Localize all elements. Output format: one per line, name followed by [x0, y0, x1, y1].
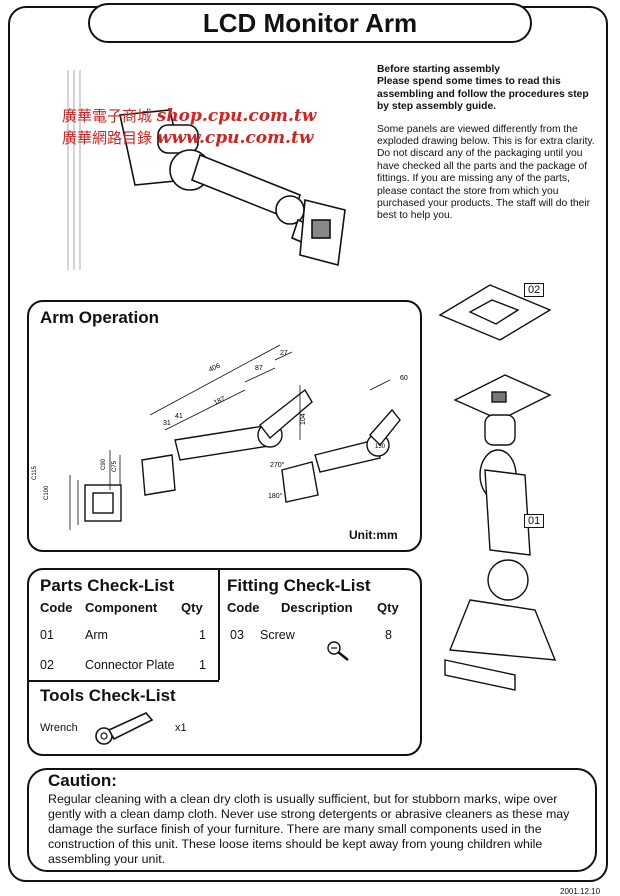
watermark-line-2: 廣華網路目錄 www.cpu.com.tw: [62, 127, 313, 148]
parts-row-1-code: 01: [40, 628, 54, 642]
watermark-cn-2: 廣華網路目錄: [62, 129, 153, 147]
arm-operation-diagram: 406 187 87 27 41 31 104 60 150 C90 C75 C…: [32, 344, 408, 530]
tools-item-wrench: Wrench: [40, 722, 78, 734]
dim-c75: C75: [112, 460, 118, 472]
fitting-header-qty: Qty: [377, 600, 399, 615]
parts-row-2-qty: 1: [199, 658, 206, 672]
fitting-header-code: Code: [227, 600, 260, 615]
dim-c100: C100: [44, 485, 50, 500]
exploded-drawing: [438, 284, 557, 691]
dim-180: 180°: [268, 492, 283, 500]
dim-31: 31: [163, 420, 171, 427]
watermark-line-1: 廣華電子商城 shop.cpu.com.tw: [62, 105, 316, 126]
page-title: LCD Monitor Arm: [88, 3, 532, 43]
dim-41: 41: [175, 413, 183, 420]
dim-270: 270°: [270, 461, 285, 469]
intro-heading: Before starting assembly: [377, 64, 501, 75]
dim-27: 27: [280, 350, 288, 357]
dim-187: 187: [213, 395, 227, 406]
caution-title: Caution:: [48, 771, 117, 790]
tools-checklist-title: Tools Check-List: [40, 686, 176, 705]
checklist-hline: [29, 680, 219, 682]
fitting-header-description: Description: [281, 600, 353, 615]
intro-body: Some panels are viewed differently from …: [377, 123, 595, 222]
unit-label: Unit:mm: [349, 528, 398, 542]
parts-checklist-title: Parts Check-List: [40, 576, 175, 595]
footer-date: 2001.12.10: [560, 887, 601, 896]
intro-text: Before starting assembly Please spend so…: [377, 64, 599, 223]
parts-header-qty: Qty: [181, 600, 203, 615]
parts-row-1-qty: 1: [199, 628, 206, 642]
dim-c90: C90: [101, 458, 107, 470]
fitting-row-1-code: 03: [230, 628, 244, 642]
arm-operation-title: Arm Operation: [40, 308, 160, 327]
parts-header-component: Component: [85, 600, 158, 615]
part-label-01: 01: [524, 514, 545, 528]
monitor-arm-illustration: [67, 70, 346, 270]
dim-150: 150: [375, 444, 386, 450]
dim-406: 406: [208, 362, 222, 373]
parts-row-1-component: Arm: [85, 628, 108, 642]
parts-row-2-code: 02: [40, 658, 54, 672]
fitting-row-1-qty: 8: [385, 628, 392, 642]
watermark-cn-1: 廣華電子商城: [62, 107, 153, 125]
dim-87: 87: [255, 365, 263, 372]
checklist-divider: [218, 570, 220, 680]
fitting-row-1-description: Screw: [260, 628, 295, 642]
intro-heading-body: Please spend some times to read this ass…: [377, 76, 589, 113]
parts-header-code: Code: [40, 600, 73, 615]
parts-row-2-component: Connector Plate: [85, 658, 175, 672]
watermark-url-1: shop.cpu.com.tw: [156, 106, 317, 126]
watermark-url-2: www.cpu.com.tw: [156, 128, 314, 148]
caution-panel: [27, 768, 597, 872]
part-label-02: 02: [524, 283, 545, 297]
dim-c115: C115: [32, 465, 38, 480]
caution-text: Regular cleaning with a clean dry cloth …: [48, 792, 570, 866]
checklist-panel: [27, 568, 422, 756]
dim-60: 60: [400, 375, 408, 382]
screw-icon: [327, 641, 349, 661]
tools-item-qty: x1: [175, 722, 187, 734]
dim-104: 104: [300, 413, 307, 425]
wrench-icon: [95, 712, 154, 745]
fitting-checklist-title: Fitting Check-List: [227, 576, 371, 595]
